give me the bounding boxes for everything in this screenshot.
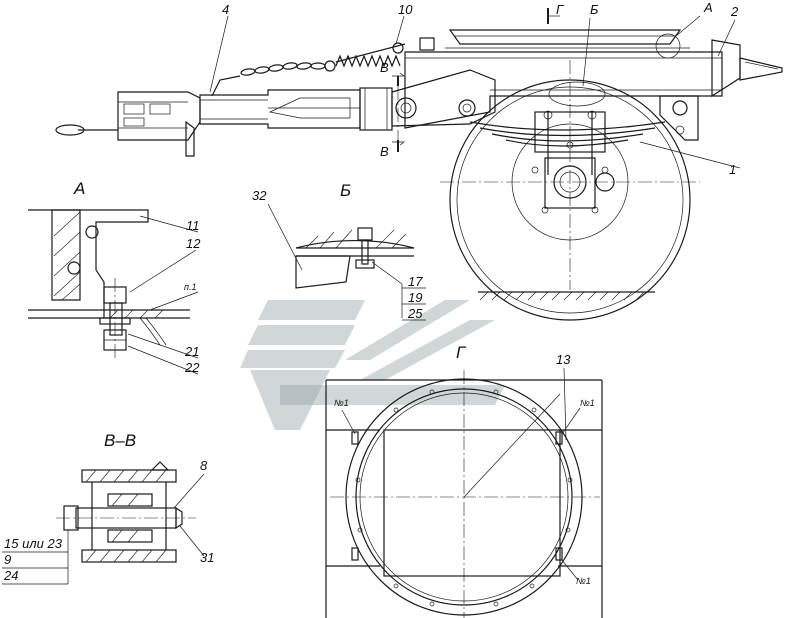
detail-B-mark bbox=[548, 81, 606, 107]
view-mark-A: А bbox=[703, 0, 713, 15]
safety-chain bbox=[211, 60, 336, 97]
callout-10: 10 bbox=[398, 2, 413, 17]
callout-1: 1 bbox=[729, 162, 736, 177]
tow-eye-body bbox=[117, 91, 201, 141]
callout-2: 2 bbox=[730, 4, 739, 19]
mark-n1-right-bottom: №1 bbox=[576, 576, 591, 586]
detail-B-hatch bbox=[305, 229, 407, 249]
detail-A-hatch bbox=[53, 211, 164, 319]
wheel-outer bbox=[449, 79, 691, 321]
section-VV: В–В 8 31 bbox=[2, 431, 214, 585]
callout-24: 24 bbox=[3, 568, 18, 583]
tow-handle-grip bbox=[55, 124, 85, 136]
callout-11: 11 bbox=[186, 218, 200, 233]
view-G-title: Г bbox=[456, 343, 467, 362]
turntable-clips bbox=[351, 431, 563, 561]
mark-n1-left: №1 bbox=[334, 398, 349, 408]
note-p1: п.1 bbox=[184, 282, 196, 292]
front-bracket bbox=[711, 39, 741, 98]
section-mark-V-bottom: В bbox=[380, 144, 389, 159]
view-G: Г bbox=[325, 343, 603, 618]
callout-8: 8 bbox=[200, 458, 208, 473]
view-mark-G: Г bbox=[556, 2, 564, 17]
callout-22: 22 bbox=[184, 360, 200, 375]
detail-A: А 11 12 п.1 bbox=[28, 179, 201, 375]
section-VV-bushing-bottom bbox=[107, 529, 153, 543]
drawbar-pivot-bolt bbox=[395, 97, 417, 119]
callout-25: 25 bbox=[407, 306, 423, 321]
view-mark-B: Б bbox=[590, 2, 599, 17]
callout-9: 9 bbox=[4, 552, 11, 567]
callout-32: 32 bbox=[252, 188, 267, 203]
detail-A-title: А bbox=[73, 179, 85, 198]
callout-17: 17 bbox=[408, 274, 423, 289]
detail-A-mark bbox=[655, 33, 681, 59]
spring-hanger bbox=[659, 95, 699, 141]
turntable-inner-frame bbox=[383, 429, 561, 577]
frame-beam bbox=[404, 51, 723, 129]
turntable-bolts bbox=[355, 389, 573, 607]
section-mark-V-top: В bbox=[380, 60, 389, 75]
callout-12: 12 bbox=[186, 236, 201, 251]
section-VV-title: В–В bbox=[104, 431, 136, 450]
main-side-view: В В Г Б А 4 10 2 1 bbox=[55, 0, 783, 321]
detail-B: Б 32 17 19 25 bbox=[252, 181, 426, 321]
callout-13: 13 bbox=[556, 352, 571, 367]
callout-4: 4 bbox=[222, 2, 229, 17]
u-bolt-plate bbox=[534, 111, 606, 153]
leaf-spring bbox=[469, 121, 666, 147]
detail-B-bracket bbox=[295, 255, 351, 289]
drawbar bbox=[199, 89, 361, 129]
section-VV-bushing-top bbox=[107, 493, 153, 507]
callout-19: 19 bbox=[408, 290, 422, 305]
turntable bbox=[448, 29, 682, 45]
tension-spring bbox=[335, 42, 406, 68]
mark-n1-right-top: №1 bbox=[580, 398, 595, 408]
section-VV-hatch bbox=[85, 469, 167, 563]
callout-31: 31 bbox=[200, 550, 214, 565]
watermark-logo bbox=[240, 300, 505, 430]
detail-B-title: Б bbox=[340, 181, 351, 200]
callout-21: 21 bbox=[184, 344, 199, 359]
callout-15-23: 15 или 23 bbox=[4, 536, 63, 551]
ground-hatch bbox=[479, 291, 645, 301]
